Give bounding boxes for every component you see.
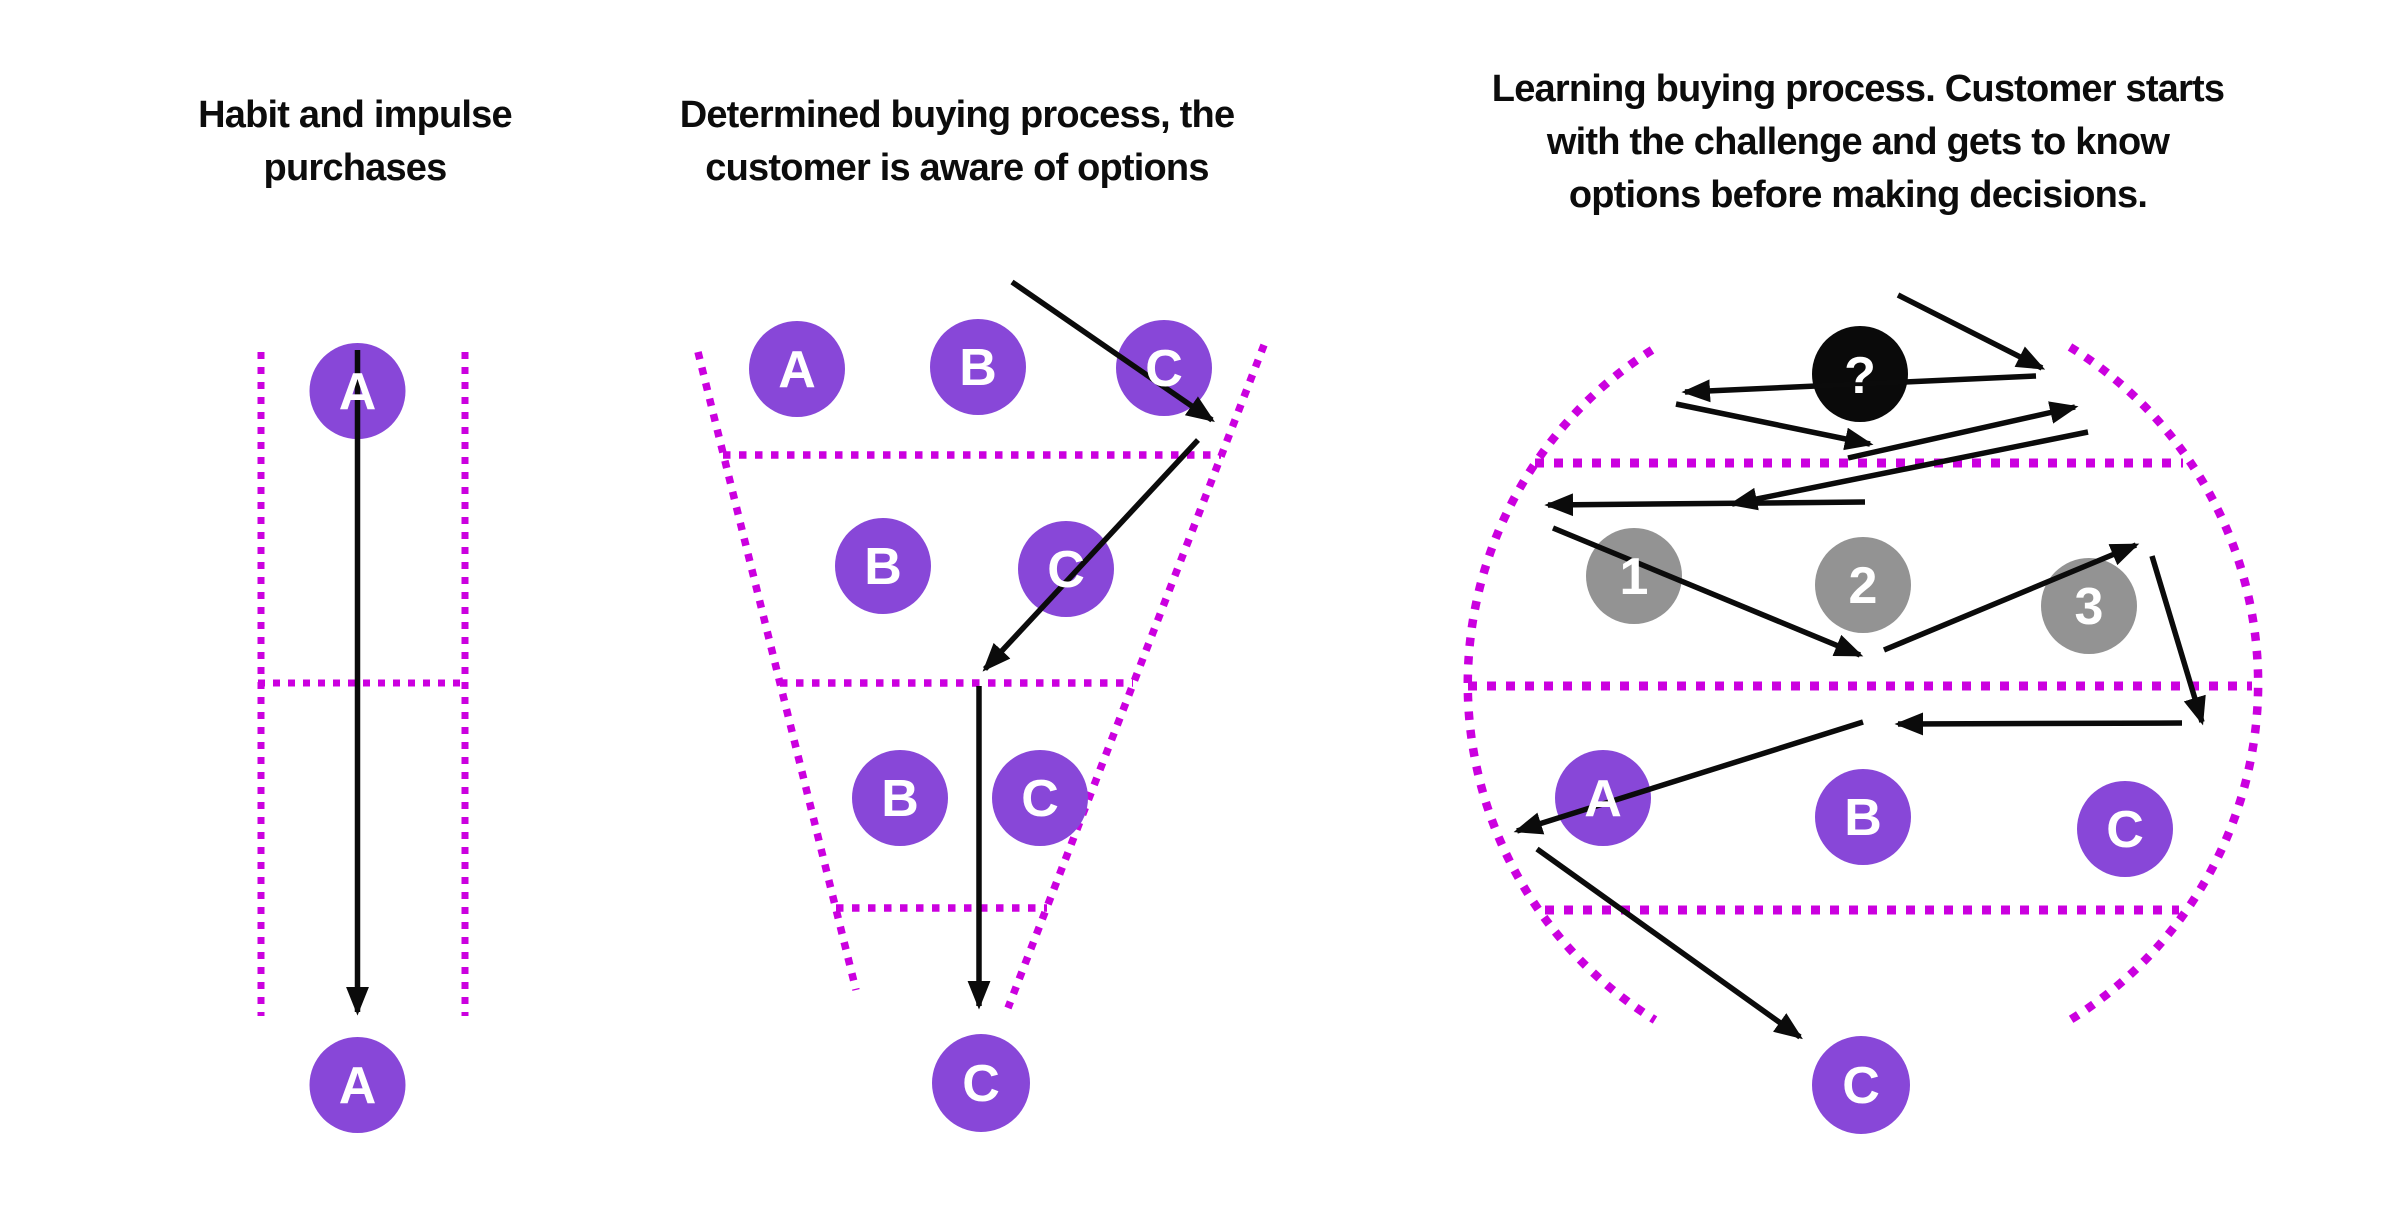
node-learning-a-circle [1555,750,1651,846]
node-learning-result-c-circle [1812,1036,1910,1134]
node-funnel-row1-c-label: C [1145,340,1183,398]
panel-determined-title: Determined buying process, the customer … [607,89,1307,195]
node-learning-c-circle [2077,781,2173,877]
arrow-learning-11 [1513,719,1864,835]
node-funnel-row2-b-circle [835,518,931,614]
node-learning-step2-circle [1815,537,1911,633]
node-learning-step2-label: 2 [1849,557,1878,615]
arrow-funnel-consideration [982,438,1201,672]
node-funnel-row3-b-circle [852,750,948,846]
node-funnel-row3-b-label: B [881,770,919,828]
node-funnel-row3-c-label: C [1021,770,1059,828]
funnel-right-dotted-edge [1004,343,1268,1010]
arrow-learning-5 [1728,429,2089,511]
arrow-learning-3 [1675,401,1874,451]
panel-learning-diagram: ? 1 2 3 A B C C [1463,292,2263,1134]
node-funnel-row1-c-circle [1116,320,1212,416]
node-funnel-result-c-label: C [962,1055,1000,1113]
node-funnel-row1-b-label: B [959,339,997,397]
node-learning-b-label: B [1844,789,1882,847]
node-funnel-row1-b-circle [930,319,1026,415]
title-line: with the challenge and gets to know [1546,121,2170,163]
node-funnel-result-c-circle [932,1034,1030,1132]
title-line: Learning buying process. Customer starts [1491,68,2225,110]
arrow-learning-7 [1551,525,1864,658]
node-habit-a-bottom-label: A [339,1057,377,1115]
arrow-learning-2 [1681,373,2037,403]
node-learning-b-circle [1815,769,1911,865]
node-funnel-row1-a-circle [749,321,845,417]
node-learning-a-label: A [1584,770,1622,828]
title-line: customer is aware of options [705,147,1209,189]
arrow-learning-6 [1544,493,1866,517]
node-learning-question-label: ? [1844,347,1876,405]
title-line: Habit and impulse [198,94,512,136]
node-funnel-row1-a-label: A [778,341,816,399]
node-learning-step1-label: 1 [1620,548,1649,606]
node-learning-c-label: C [2106,801,2144,859]
arrow-learning-12 [1535,846,1803,1040]
arrow-learning-4 [1847,401,2079,461]
node-learning-step3-label: 3 [2075,578,2104,636]
funnel-left-dotted-edge [694,351,860,991]
arrow-learning-9 [2149,555,2206,726]
node-learning-question-circle [1812,326,1908,422]
arrow-learning-8 [1882,542,2140,653]
panel-habit-title: Habit and impulse purchases [55,89,655,195]
node-funnel-row2-c-circle [1018,521,1114,617]
node-funnel-row2-b-label: B [864,538,902,596]
arrow-learning-1 [1896,292,2046,371]
node-habit-a-bottom-circle [309,1037,406,1133]
node-funnel-row3-c-circle [992,750,1088,846]
panel-learning-title: Learning buying process. Customer starts… [1458,63,2258,222]
node-learning-result-c-label: C [1842,1057,1880,1115]
node-habit-a-top-label: A [339,363,377,421]
panel-determined-diagram: A B C B C B C C [694,279,1268,1132]
panel-habit-diagram: A A [257,343,469,1133]
arrow-learning-10 [1894,712,2183,736]
title-line: Determined buying process, the [679,94,1235,136]
title-line: purchases [263,147,448,189]
node-learning-step3-circle [2041,558,2137,654]
arrow-funnel-entry [1010,279,1215,423]
title-line: options before making decisions. [1568,174,2148,216]
node-funnel-row2-c-label: C [1047,541,1085,599]
